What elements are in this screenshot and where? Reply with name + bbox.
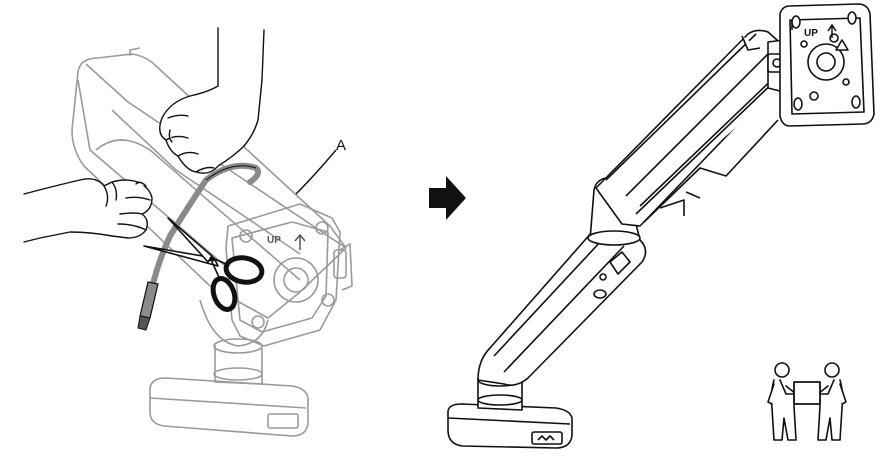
callout-line (295, 149, 337, 195)
scissors-icon (143, 217, 265, 312)
upper-hand (159, 27, 265, 174)
vesa-plate-right (779, 3, 875, 127)
shipping-strap (137, 162, 261, 331)
two-person-carry-icon (767, 362, 847, 441)
right-arrow-icon (429, 176, 466, 220)
up-arrow-icon (294, 233, 306, 250)
faded-monitor-arm (71, 47, 347, 437)
up-arrow-icon-right (827, 23, 837, 38)
monitor-arm (447, 29, 795, 449)
right-panel: UP (447, 3, 875, 449)
callout-label-a: A (336, 137, 346, 154)
plate-up-label: UP (267, 235, 281, 246)
lower-hand (23, 178, 153, 243)
left-panel: UP A (23, 27, 353, 437)
plate-up-label-right: UP (804, 28, 818, 39)
